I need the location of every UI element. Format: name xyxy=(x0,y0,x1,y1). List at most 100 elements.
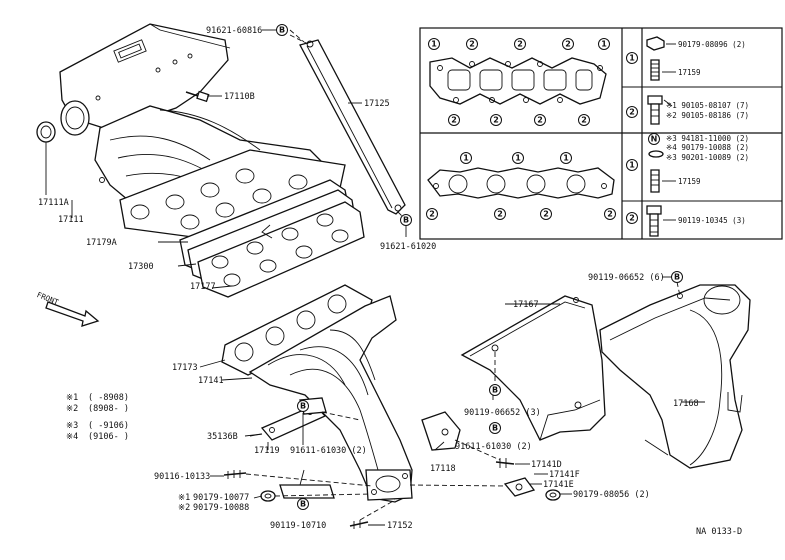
svg-text:B: B xyxy=(674,273,680,282)
stud-17110b xyxy=(185,90,210,103)
svg-text:2: 2 xyxy=(493,116,499,125)
label-90179-08056: 90179-08056 (2) xyxy=(573,490,650,500)
svg-text:B: B xyxy=(492,424,498,433)
flange-bolt-icon xyxy=(646,205,662,215)
nut-90179-08056 xyxy=(545,489,561,501)
label-17111: 17111 xyxy=(58,215,84,225)
label-35136b: 35136B xyxy=(207,432,238,442)
stud-90116-10133 xyxy=(223,470,247,479)
column-callouts: 1 2 1 2 xyxy=(626,52,638,224)
label-17167: 17167 xyxy=(513,300,539,310)
svg-text:2: 2 xyxy=(429,210,435,219)
label-17110b: 17110B xyxy=(224,92,255,102)
table-row3d: 17159 xyxy=(678,177,701,186)
svg-text:1: 1 xyxy=(463,154,469,163)
label-91621-61020: 91621-61020 xyxy=(380,242,436,252)
table-row1b: 17159 xyxy=(678,68,701,77)
front-arrow: FRONT xyxy=(36,290,100,327)
table-row2a: ※1 90105-08107 (7) xyxy=(666,101,749,110)
label-17300: 17300 xyxy=(128,262,154,272)
stud-icon xyxy=(650,59,660,81)
svg-text:1: 1 xyxy=(629,161,635,170)
label-17173: 17173 xyxy=(172,363,198,373)
bolt-head-icon xyxy=(647,95,663,105)
fastener-icons: N xyxy=(646,36,665,237)
nut-icon xyxy=(646,36,665,51)
gasket-callouts: 1 2 2 2 1 2 2 2 2 1 1 1 2 2 2 2 xyxy=(426,38,616,220)
svg-text:1: 1 xyxy=(629,54,635,63)
svg-text:2: 2 xyxy=(497,210,503,219)
label-90179-10088: 90179-10088 xyxy=(193,503,249,513)
svg-text:B: B xyxy=(492,386,498,395)
exhaust-manifold-17141 xyxy=(248,295,413,503)
gasket-diagram-exhaust xyxy=(427,167,615,199)
label-17177: 17177 xyxy=(190,282,216,292)
svg-text:2: 2 xyxy=(581,116,587,125)
label-90116-10133: 90116-10133 xyxy=(154,472,210,482)
svg-text:2: 2 xyxy=(469,40,475,49)
table-row3c: ※3 90201-10089 (2) xyxy=(666,153,749,162)
svg-text:2: 2 xyxy=(517,40,523,49)
table-row2b: ※2 90105-08186 (7) xyxy=(666,111,749,120)
legend-val-2: (8908- ) xyxy=(88,404,129,414)
table-row3b: ※4 90179-10088 (2) xyxy=(666,143,749,152)
svg-text:B: B xyxy=(300,500,306,509)
svg-text:2: 2 xyxy=(537,116,543,125)
gasket-17141e xyxy=(503,477,536,497)
label-17152: 17152 xyxy=(387,521,413,531)
svg-text:2: 2 xyxy=(607,210,613,219)
legend-val-1: ( -8908) xyxy=(88,393,129,403)
bracket-35136b xyxy=(260,397,327,441)
fastener-labels: 90179-08096 (2) 17159 ※1 90105-08107 (7)… xyxy=(666,40,749,225)
label-90119-06652-6: 90119-06652 (6) xyxy=(588,273,665,283)
seal-17111a xyxy=(36,121,56,143)
svg-text:2: 2 xyxy=(451,116,457,125)
label-91611-61030-b: 91611-61030 (2) xyxy=(455,442,532,452)
intake-gaskets xyxy=(179,179,365,298)
label-90179-10077: 90179-10077 xyxy=(193,493,249,503)
diagram-code: NA 0133-D xyxy=(696,527,742,537)
label-17168: 17168 xyxy=(673,399,699,409)
legend-val-3: ( -9106) xyxy=(88,421,129,431)
label-91611-61030-a: 91611-61030 (2) xyxy=(290,446,367,456)
svg-text:2: 2 xyxy=(629,108,635,117)
bracket-17118 xyxy=(421,411,461,451)
label-17179a: 17179A xyxy=(86,238,117,248)
label-17141: 17141 xyxy=(198,376,224,386)
label-17119: 17119 xyxy=(254,446,280,456)
label-17141f: 17141F xyxy=(549,470,580,480)
table-row4: 90119-10345 (3) xyxy=(678,216,746,225)
label-17111a: 17111A xyxy=(38,198,69,208)
label-17141e: 17141E xyxy=(543,480,574,490)
part-labels: 91621-60816 17110B 17125 17111A 17111 17… xyxy=(38,26,742,537)
label-17118: 17118 xyxy=(430,464,456,474)
label-17125: 17125 xyxy=(364,99,390,109)
svg-text:B: B xyxy=(279,26,285,35)
gasket-17141d xyxy=(495,458,515,468)
label-90119-10710: 90119-10710 xyxy=(270,521,326,531)
label-91621-60816: 91621-60816 xyxy=(206,26,262,36)
svg-text:N: N xyxy=(651,135,658,144)
heat-insulator-17168 xyxy=(599,284,751,469)
label-90119-06652-3: 90119-06652 (3) xyxy=(464,408,541,418)
mark-2-lower: ※2 xyxy=(178,503,190,513)
svg-text:1: 1 xyxy=(601,40,607,49)
svg-text:2: 2 xyxy=(629,214,635,223)
legend-mark-2: ※2 xyxy=(66,404,78,414)
stay-17125 xyxy=(289,34,406,219)
bracket-lower xyxy=(279,469,335,499)
svg-text:B: B xyxy=(300,402,306,411)
legend-mark-3: ※3 xyxy=(66,421,78,431)
svg-text:B: B xyxy=(403,216,409,225)
nut-90179 xyxy=(260,490,276,502)
legend: ※1 ( -8908) ※2 (8908- ) ※3 ( -9106) ※4 (… xyxy=(66,393,129,442)
svg-text:1: 1 xyxy=(563,154,569,163)
table-row3a: ※3 94181-11000 (2) xyxy=(666,134,749,143)
mark-1-lower: ※1 xyxy=(178,493,190,503)
label-17141d: 17141D xyxy=(531,460,562,470)
legend-mark-4: ※4 xyxy=(66,432,78,442)
fastener-box: 1 2 2 2 1 2 2 2 2 1 1 1 2 2 2 2 1 2 1 2 xyxy=(419,27,783,240)
legend-val-4: (9106- ) xyxy=(88,432,129,442)
washer-icon xyxy=(648,150,664,158)
